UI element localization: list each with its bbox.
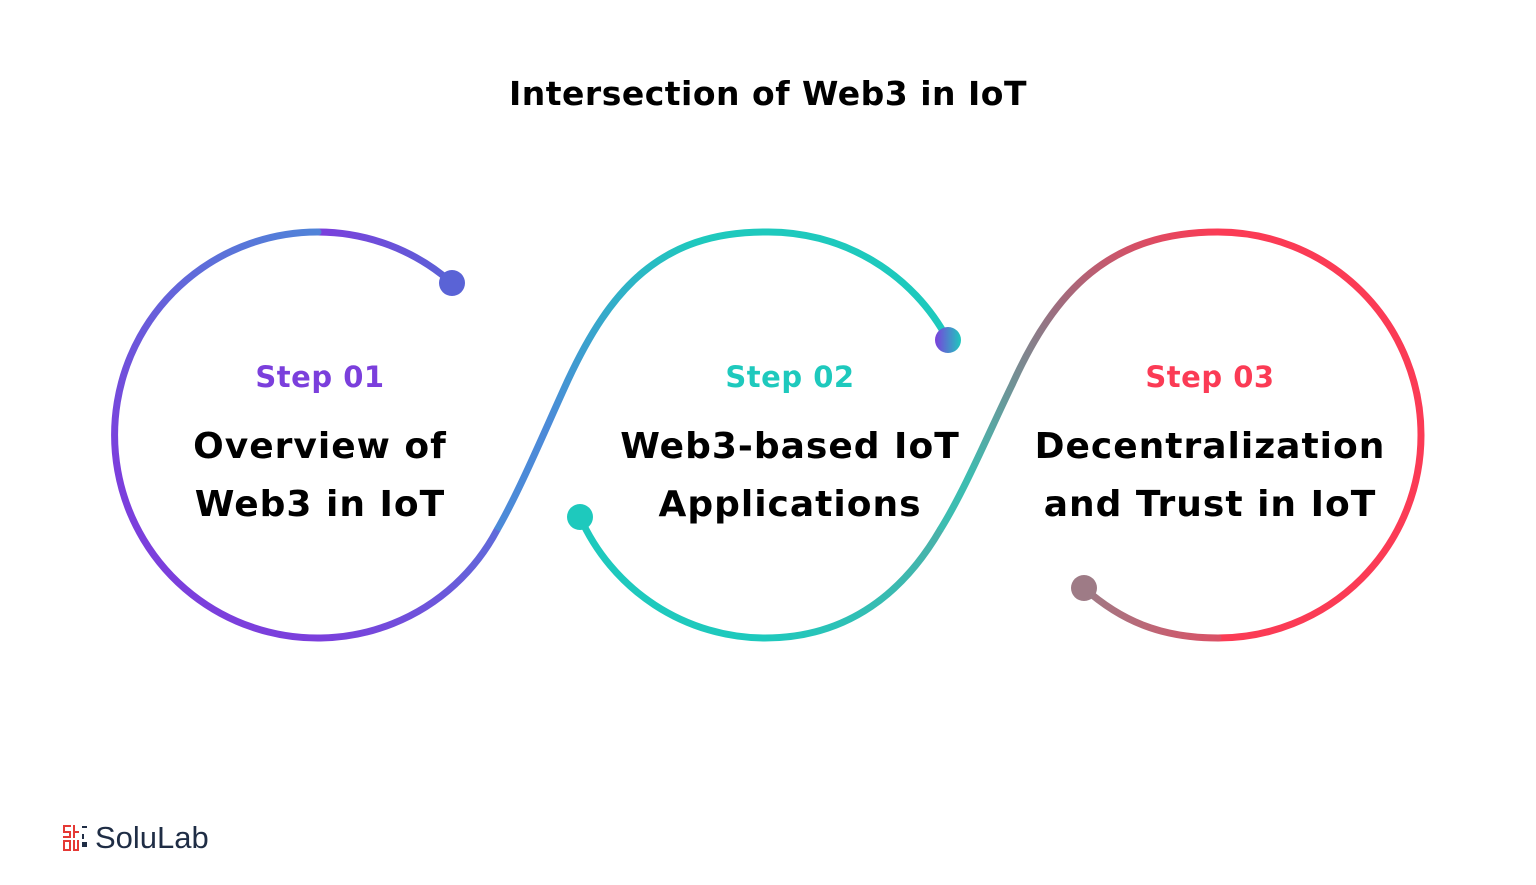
step-1-title-line-2: Web3 in IoT — [194, 484, 446, 525]
circle-3-arc-bottom — [1080, 584, 1222, 642]
endpoint-dot-3 — [567, 504, 593, 530]
circle-2-arc-bottom — [576, 513, 944, 642]
step-2-label: Step 02 — [725, 360, 855, 394]
diagram-title: Intersection of Web3 in IoT — [509, 74, 1027, 113]
solulab-logo-icon — [63, 825, 87, 851]
step-3-label: Step 03 — [1145, 360, 1275, 394]
circle-2-arc-top — [761, 228, 952, 344]
brand-logo: SoluLab — [63, 820, 209, 856]
step-1-title: Overview of Web3 in IoT — [160, 418, 480, 534]
endpoint-dot-2 — [935, 327, 961, 353]
step-1-title-line-1: Overview of — [193, 426, 447, 467]
step-3-title-line-1: Decentralization — [1034, 426, 1386, 467]
endpoint-dot-4 — [1071, 575, 1097, 601]
circle-1-arc-top — [314, 228, 456, 287]
step-1: Step 01 Overview of Web3 in IoT — [160, 360, 480, 534]
step-2: Step 02 Web3-based IoT Applications — [600, 360, 980, 534]
step-3-title: Decentralization and Trust in IoT — [1015, 418, 1405, 534]
brand-name: SoluLab — [95, 820, 209, 855]
step-1-label: Step 01 — [255, 360, 385, 394]
endpoint-dot-1 — [439, 270, 465, 296]
step-3: Step 03 Decentralization and Trust in Io… — [1015, 360, 1405, 534]
circle-3-arc — [1217, 228, 1425, 642]
connector-2-3 — [937, 228, 1219, 532]
step-2-title-line-2: Applications — [658, 484, 922, 525]
circle-1-arc — [111, 228, 501, 642]
connector-1-2 — [493, 228, 766, 532]
step-2-title-line-1: Web3-based IoT — [620, 426, 960, 467]
step-3-title-line-2: and Trust in IoT — [1043, 484, 1377, 525]
step-2-title: Web3-based IoT Applications — [600, 418, 980, 534]
